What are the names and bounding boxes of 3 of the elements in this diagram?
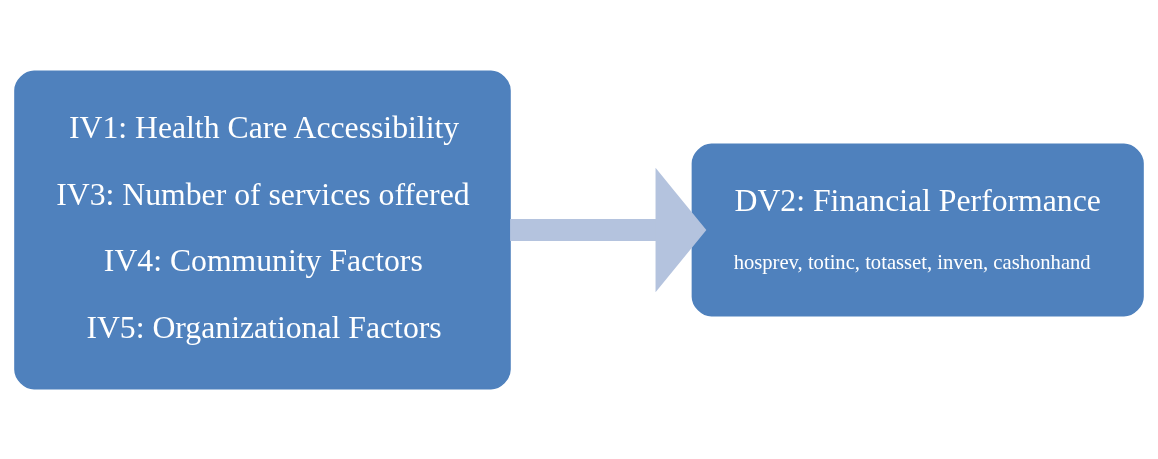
node-box: DV2: Financial Performance hosprev, totinc, totasset, inven, cashonhand	[691, 143, 1144, 316]
node-box: IV1: Health Care Accessibility IV3: Number of services offered IV4: Community Factors IV5: Organizational Factors	[14, 70, 511, 389]
arrow	[510, 167, 707, 292]
